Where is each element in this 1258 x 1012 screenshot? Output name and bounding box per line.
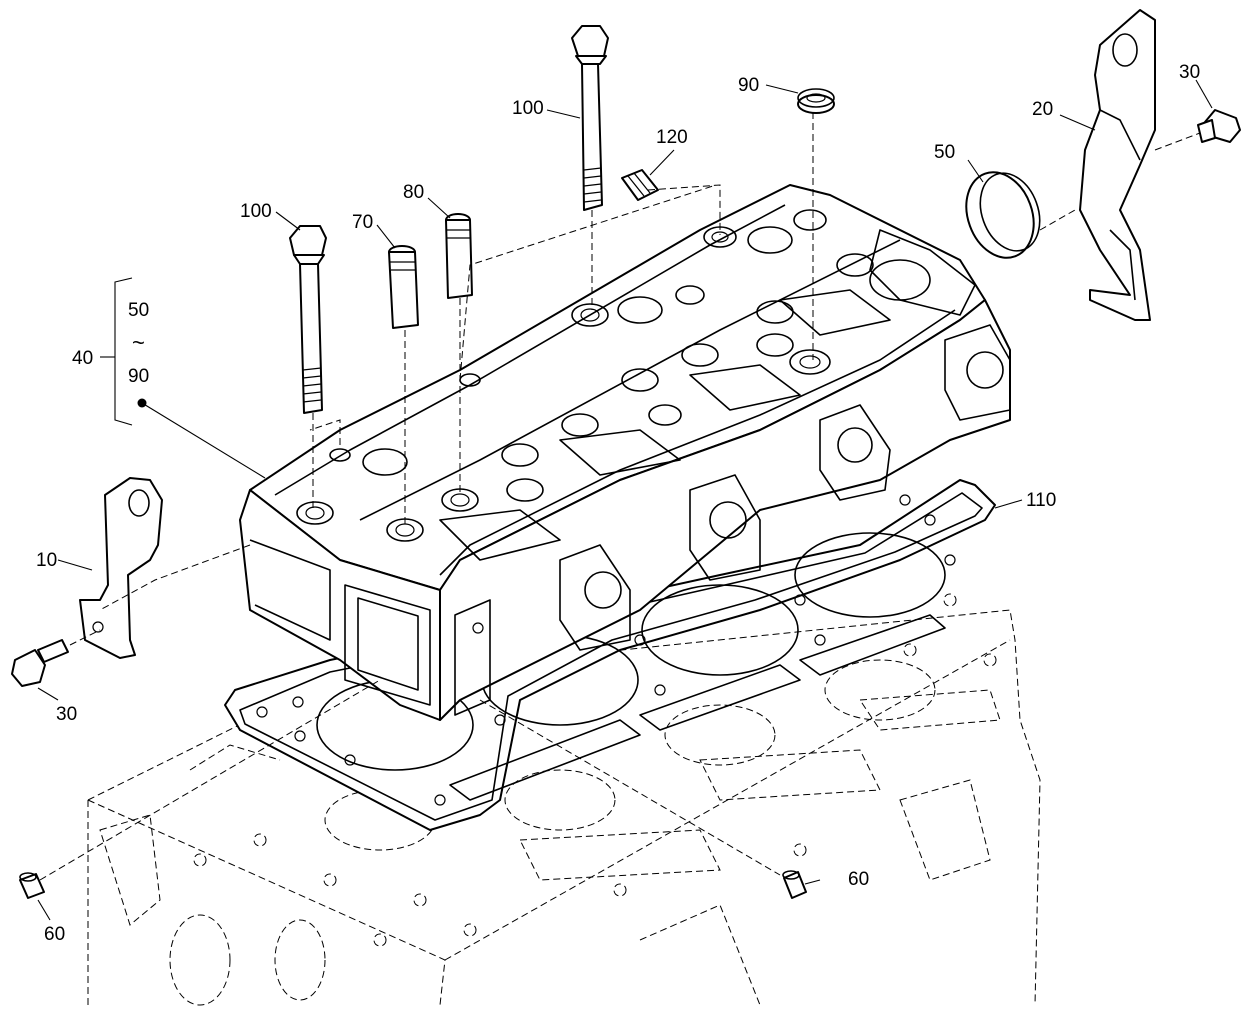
valve-guide-70 [388,245,419,329]
assembly-center-lines [39,112,1201,881]
plug-cap-50 [965,171,1041,259]
callout-80: 80 [403,182,424,203]
callout-70: 70 [352,212,373,233]
dowel-pin-60-right [782,870,807,899]
callout-60-left: 60 [44,924,65,945]
callout-20: 20 [1032,99,1053,120]
cylinder-head [239,184,1011,721]
head-bolt-100-left [289,225,327,414]
callout-leaders [37,79,1213,921]
valve-guide-80 [445,213,473,299]
callout-90: 90 [738,75,759,96]
callout-100-left: 100 [240,201,272,222]
group-range-end: 90 [128,366,149,387]
callout-40: 40 [72,348,93,369]
head-bolt-100-top [571,25,609,211]
engine-block-outline [87,593,1041,1006]
bullet-marker [137,398,147,408]
callout-100-top: 100 [512,98,544,119]
callout-30-right: 30 [1179,62,1200,83]
group-range-mark: ~ [132,330,145,355]
callout-50: 50 [934,142,955,163]
callout-110: 110 [1026,490,1056,511]
callout-60-right: 60 [848,869,869,890]
callout-10: 10 [36,550,57,571]
valve-seal-90 [797,88,835,114]
dowel-pin-60-left [19,872,45,899]
hanger-bracket-20 [1079,9,1156,321]
callout-120: 120 [656,127,688,148]
group-range-start: 50 [128,300,149,321]
bolt-30-right [1197,109,1241,143]
bolt-30-left [11,639,69,687]
hanger-bracket-10 [79,477,163,659]
plug-120 [621,169,659,201]
callout-30-left: 30 [56,704,77,725]
